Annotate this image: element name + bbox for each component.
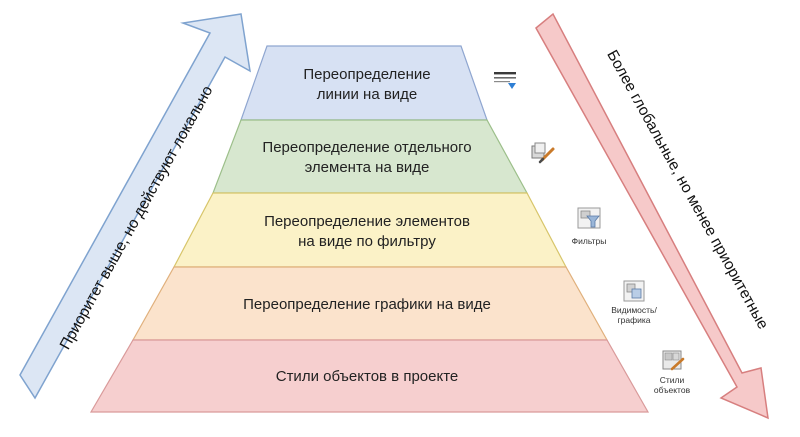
visibility-graphics-icon[interactable]: Видимость/ графика: [611, 280, 657, 325]
tier-label-line-1: Переопределение: [303, 66, 430, 83]
tier-graphics-override: Переопределение графики на виде: [131, 266, 609, 341]
filters-icon[interactable]: Фильтры: [572, 207, 607, 246]
tier-shape: [212, 119, 529, 194]
tier-element-override: Переопределение отдельного элемента на в…: [212, 119, 529, 194]
tier-label-line-1: Стили объектов в проекте: [276, 368, 459, 385]
tier-label-line-1: Переопределение элементов: [264, 213, 470, 230]
object-styles-icon-caption-1: Стили: [660, 375, 685, 385]
tier-line-override: Переопределение линии на виде: [240, 45, 488, 121]
tier-shape: [89, 339, 650, 413]
tier-object-styles: Стили объектов в проекте: [89, 339, 650, 413]
visibility-graphics-icon-caption-2: графика: [618, 315, 651, 325]
object-styles-icon-caption-2: объектов: [654, 385, 691, 395]
left-arrow-shape: [19, 13, 251, 400]
tier-label-line-1: Переопределение графики на виде: [243, 296, 491, 313]
filters-icon-caption: Фильтры: [572, 236, 607, 246]
tier-label-line-2: линии на виде: [317, 86, 418, 103]
pyramid: Переопределение линии на виде Переопреде…: [89, 45, 650, 413]
tier-shape: [173, 192, 567, 268]
object-styles-icon[interactable]: Стили объектов: [654, 350, 691, 395]
tier-label-line-1: Переопределение отдельного: [262, 139, 471, 156]
tier-shape: [240, 45, 488, 121]
linework-icon[interactable]: [494, 72, 516, 89]
tier-label-line-2: на виде по фильтру: [298, 233, 436, 250]
tier-label-line-2: элемента на виде: [305, 159, 430, 176]
right-arrow-shape: [535, 12, 769, 420]
visibility-graphics-icon-caption-1: Видимость/: [611, 305, 657, 315]
tier-filter-override: Переопределение элементов на виде по фил…: [173, 192, 567, 268]
override-element-icon[interactable]: [531, 142, 555, 164]
